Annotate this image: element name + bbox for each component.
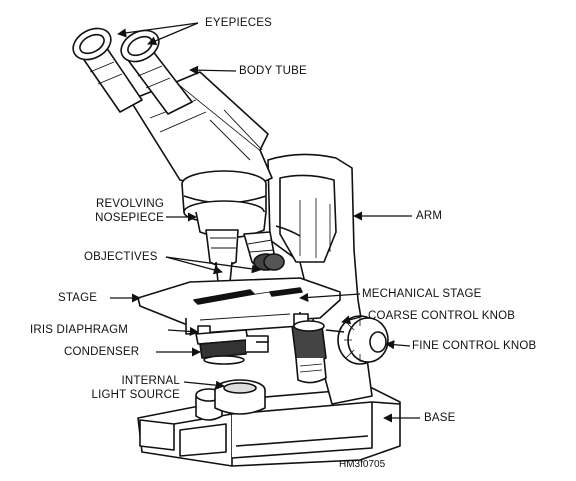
mechanical-stage-leader <box>299 292 361 302</box>
label-body-tube: BODY TUBE <box>239 65 307 77</box>
label-mechanical-stage: MECHANICAL STAGE <box>362 288 482 300</box>
label-iris-diaphragm: IRIS DIAPHRAGM <box>30 324 129 336</box>
coarse-knob-leader <box>341 315 365 325</box>
control-knobs-shape <box>291 315 389 384</box>
label-base: BASE <box>424 412 456 424</box>
label-revolving-line1: REVOLVING <box>95 198 164 210</box>
leader-lines <box>110 22 420 423</box>
eyepieces-shape <box>72 27 193 115</box>
iris-diaphragm-leader <box>167 326 199 336</box>
label-arm: ARM <box>416 210 443 222</box>
light-source-shape <box>195 379 266 421</box>
nosepiece-shape <box>181 170 267 239</box>
label-eyepieces: EYEPIECES <box>205 17 272 29</box>
label-objectives: OBJECTIVES <box>84 251 158 263</box>
objectives-leader-2 <box>165 256 261 274</box>
eyepieces-leader-2 <box>147 22 199 46</box>
figure-code: HM3f0705 <box>339 459 386 470</box>
objectives-leader <box>165 256 223 275</box>
label-internal-line1: INTERNAL <box>121 375 180 387</box>
label-fine-control-knob: FINE CONTROL KNOB <box>412 340 537 352</box>
label-coarse-control-knob: COARSE CONTROL KNOB <box>368 310 516 322</box>
label-revolving-line2: NOSEPIECE <box>95 212 164 224</box>
label-stage: STAGE <box>58 292 98 304</box>
fine-knob-leader <box>385 340 411 350</box>
light-source-leader <box>183 380 225 390</box>
stage-shape <box>137 277 341 327</box>
body-tube-leader <box>189 65 237 75</box>
eyepieces-leader <box>117 22 199 38</box>
label-condenser: CONDENSER <box>64 346 140 358</box>
label-internal-line2: LIGHT SOURCE <box>91 389 180 401</box>
condenser-shape <box>195 329 269 365</box>
